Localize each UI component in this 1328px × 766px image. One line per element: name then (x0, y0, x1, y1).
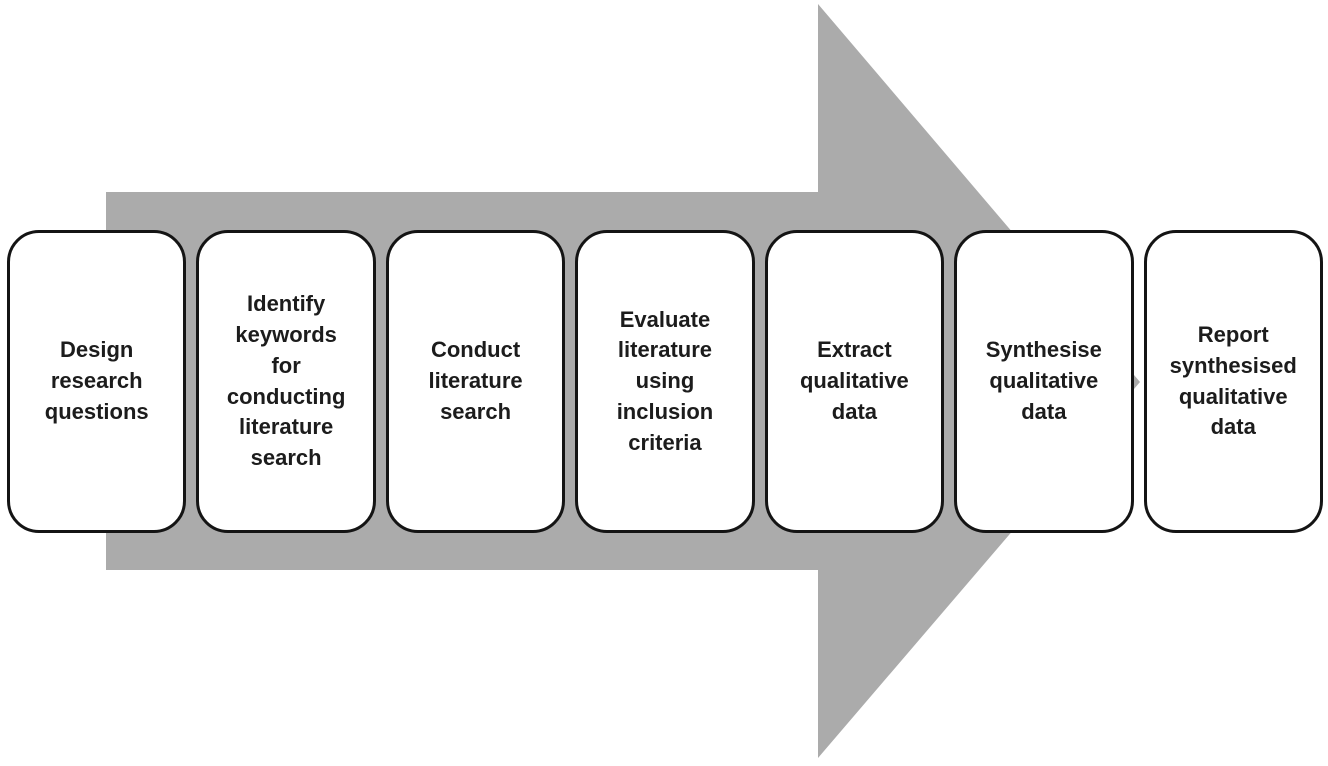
step-label: Evaluate literature using inclusion crit… (616, 306, 714, 455)
step-box-extract-qualitative-data: Extract qualitative data (764, 230, 945, 533)
step-box-report-synthesised-data: Report synthesised qualitative data (1143, 230, 1323, 533)
step-box-synthesise-qualitative-data: Synthesise qualitative data (954, 230, 1134, 533)
step-box-design-research-questions: Design research questions (7, 230, 187, 533)
step-label: Report synthesised qualitative data (1169, 321, 1297, 440)
step-box-identify-keywords: Identify keywords for conducting literat… (196, 230, 376, 533)
step-label: Extract qualitative data (799, 337, 909, 424)
step-box-conduct-literature-search: Conduct literature search (385, 230, 566, 533)
step-label: Synthesise qualitative data (985, 337, 1102, 424)
step-label: Identify keywords for conducting literat… (226, 291, 346, 471)
step-box-evaluate-literature: Evaluate literature using inclusion crit… (575, 230, 755, 533)
step-label: Conduct literature search (428, 337, 523, 424)
step-label: Design research questions (44, 337, 149, 424)
steps-row: Design research questions Identify keywo… (7, 230, 1323, 533)
